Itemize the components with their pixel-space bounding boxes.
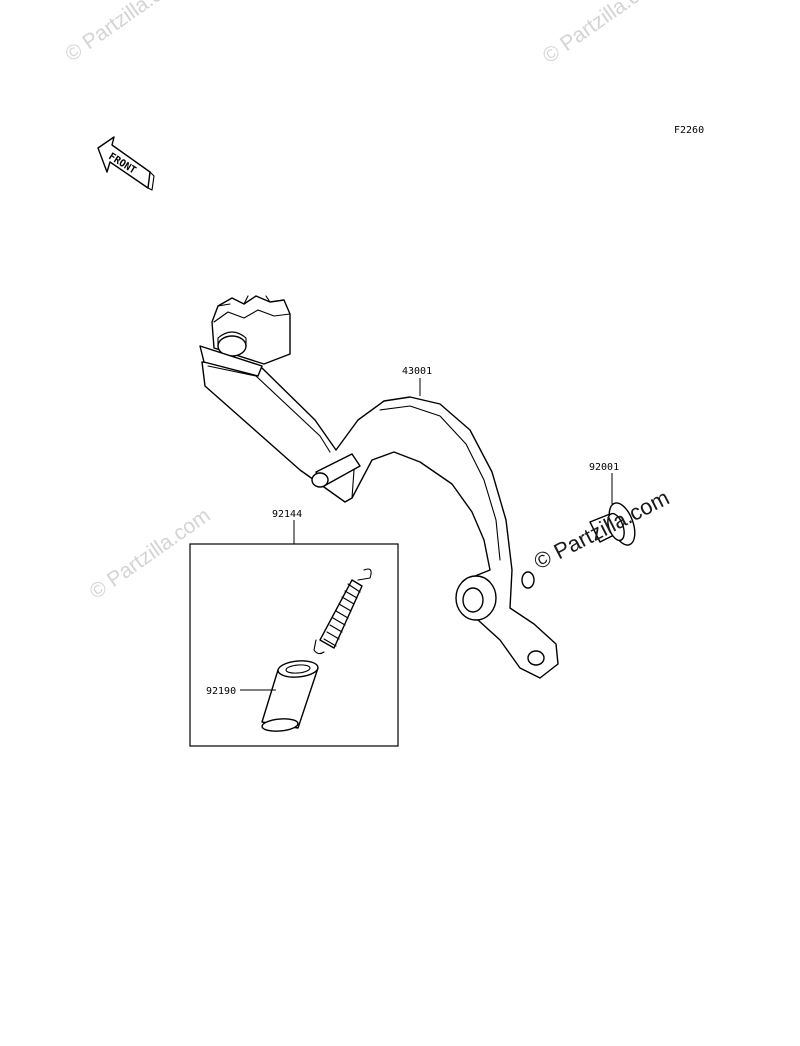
part-43001-brake-pedal: 43001 [199, 295, 559, 679]
spring-icon [313, 568, 372, 655]
collar-icon [261, 660, 319, 732]
watermark-top-left: © Partzilla.com [61, 0, 190, 66]
svg-text:© Partzilla.com: © Partzilla.com [61, 0, 190, 66]
svg-text:© Partzilla.com: © Partzilla.com [539, 0, 668, 68]
label-92190: 92190 [206, 686, 236, 697]
label-43001: 43001 [402, 366, 432, 377]
label-92144: 92144 [272, 509, 302, 520]
label-92001: 92001 [589, 462, 619, 473]
figure-code: F2260 [674, 125, 704, 136]
watermark-top-right: © Partzilla.com [539, 0, 668, 68]
watermark-overlay: © Partzilla.com [530, 485, 673, 575]
watermark-mid-left: © Partzilla.com [85, 504, 214, 604]
svg-text:© Partzilla.com: © Partzilla.com [530, 485, 673, 575]
part-92144-kit-box: 92144 92190 [189, 509, 399, 747]
part-92001-bolt: 92001 [589, 462, 636, 546]
front-arrow-icon: FRONT [97, 136, 155, 191]
svg-text:© Partzilla.com: © Partzilla.com [85, 504, 214, 604]
